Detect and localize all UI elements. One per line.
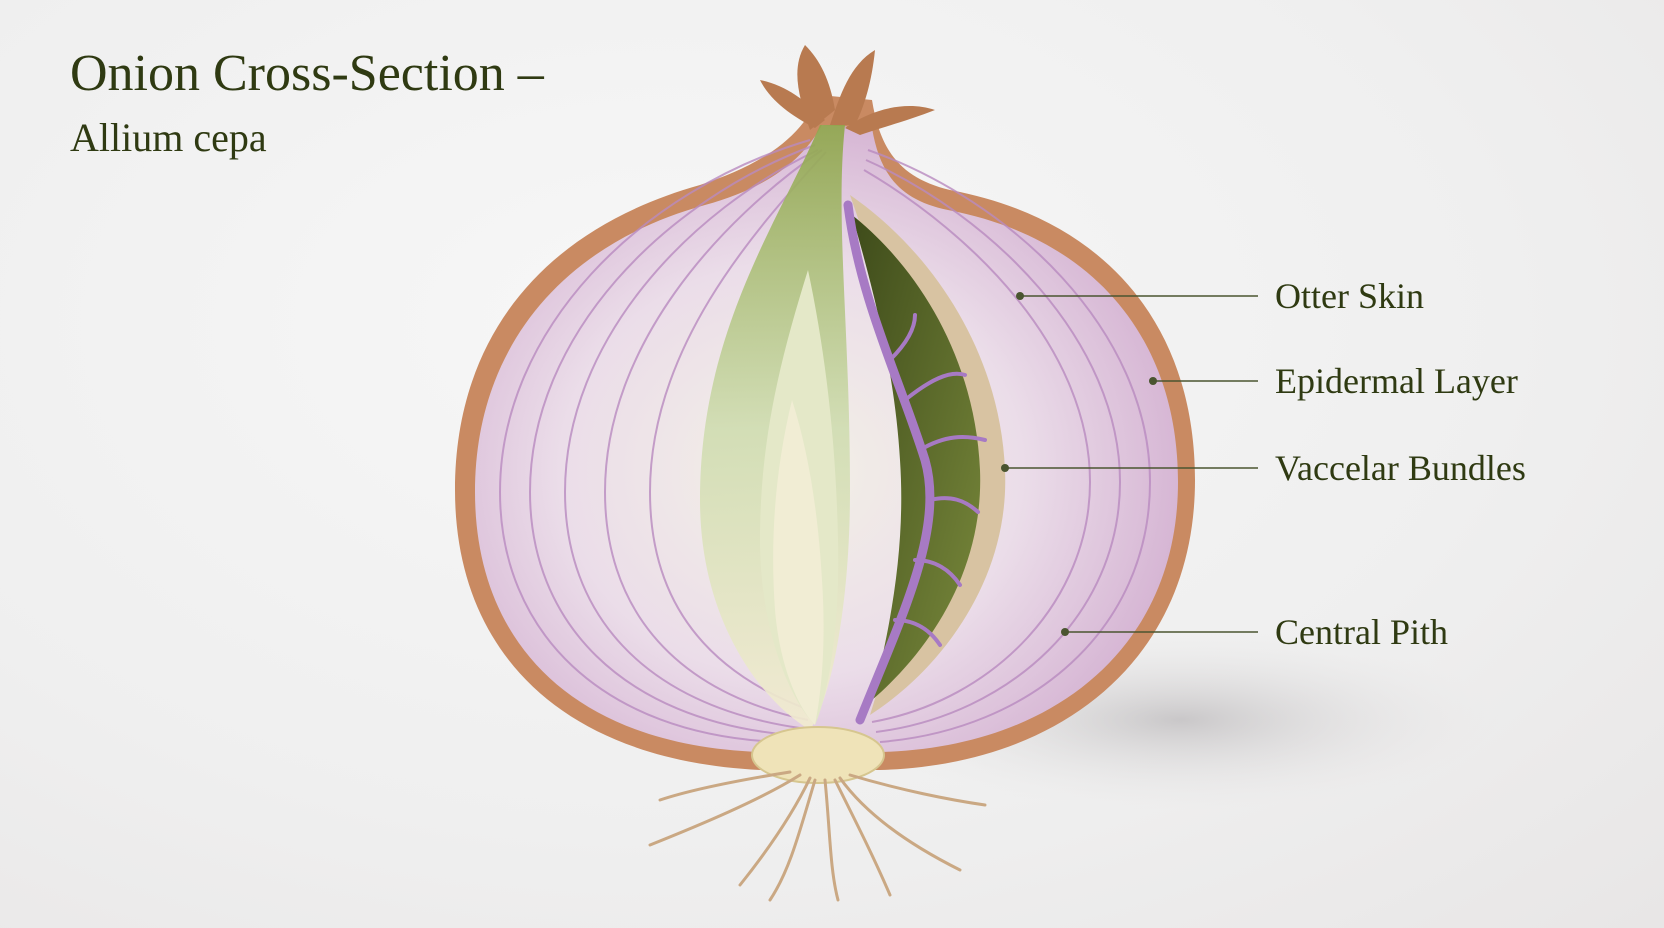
leader-lines [1001, 292, 1258, 636]
roots [648, 770, 987, 902]
diagram-subtitle: Allium cepa [70, 115, 267, 160]
label-vascular-bundles: Vaccelar Bundles [1275, 448, 1526, 488]
label-central-pith: Central Pith [1275, 612, 1448, 652]
vascular-bundle-lines [843, 200, 935, 725]
basal-plate [751, 726, 885, 784]
innermost-leaf [773, 400, 824, 725]
ring-lines [498, 139, 1152, 743]
diagram-title: Onion Cross-Section – [70, 45, 544, 102]
label-outer-skin: Otter Skin [1275, 276, 1424, 316]
top-stem [760, 45, 935, 135]
label-epidermal-layer: Epidermal Layer [1275, 361, 1518, 401]
